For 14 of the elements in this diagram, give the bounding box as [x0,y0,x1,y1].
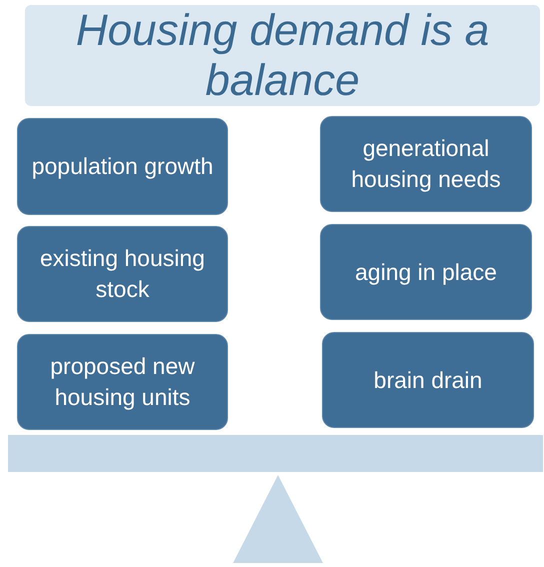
factor-box [17,226,228,322]
factor-label: brain drain [374,366,482,394]
factor-label: generational housing needs [350,134,502,194]
factor-box [17,334,228,430]
title-banner [25,5,540,106]
factor-label: aging in place [355,258,497,287]
factor-label: population growth [32,152,214,181]
factor-label: proposed new housing units [49,352,196,412]
factor-box [320,116,532,212]
factor-box [320,224,532,320]
factor-box [17,118,228,215]
factor-label: existing housing stock [39,244,206,304]
title-text: Housing demand is a balance [74,6,490,106]
factor-box [322,332,534,428]
